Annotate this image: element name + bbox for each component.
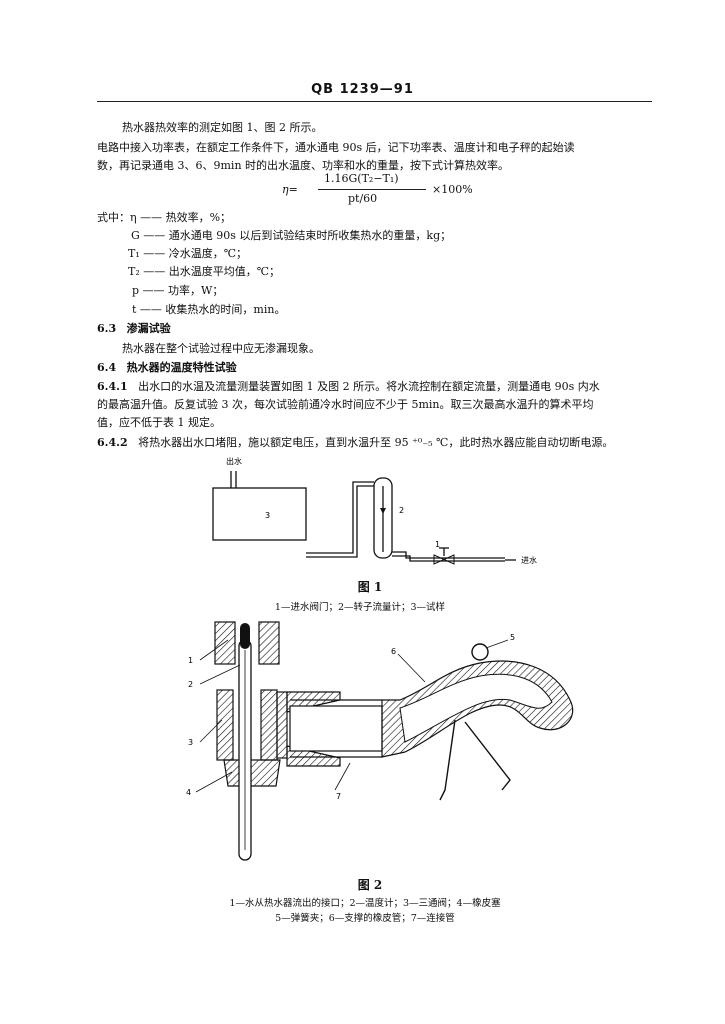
figure-2-num-4: 4: [186, 788, 191, 797]
paragraph-intro: 热水器热效率的测定如图 1、图 2 所示。: [122, 121, 323, 134]
figure-2-num-2: 2: [188, 680, 193, 689]
outlet-label: 出水: [226, 456, 242, 466]
figure-2-caption-line1: 1—水从热水器流出的接口；2—温度计；3—三通阀；4—橡皮塞: [229, 898, 501, 909]
section-6-4-1-line2: 的最高温升值。反复试验 3 次，每次试验前通冷水时间应不少于 5min。取三次最…: [97, 398, 594, 411]
figure-1-num-1: 1: [435, 540, 440, 549]
symbol-g: G —— 通水通电 90s 以后到试验结束时所收集热水的重量，kg；: [131, 229, 452, 242]
section-title: 热水器的温度特性试验: [126, 361, 237, 374]
section-number: 6.4: [97, 361, 117, 374]
header-rule: [97, 101, 652, 102]
spring-clip: [471, 643, 489, 661]
figure-2-num-7: 7: [336, 792, 341, 801]
figure-1-title: 图 1: [357, 580, 383, 594]
figure-2-num-3: 3: [188, 738, 193, 747]
symbol-t1: T₁ —— 冷水温度，℃；: [128, 247, 248, 260]
specimen-box: [212, 487, 307, 541]
rotameter: [373, 477, 393, 559]
symbol-t: t —— 收集热水的时间，min。: [132, 303, 286, 316]
section-6-4-1-line1: 6.4.1 出水口的水温及流量测量装置如图 1 及图 2 所示。将水流控制在额定…: [97, 380, 600, 394]
figure-2-num-5: 5: [510, 633, 515, 642]
formula-denominator: pt/60: [348, 192, 378, 205]
section-6-3-text: 热水器在整个试验过程中应无渗漏现象。: [122, 342, 320, 355]
paragraph-record: 数，再记录通电 3、6、9min 时的出水温度、功率和水的重量，按下式计算热效率…: [97, 159, 510, 172]
section-number: 6.4.1: [97, 380, 128, 393]
paragraph-circuit: 电路中接入功率表，在额定工作条件下，通水通电 90s 后，记下功率表、温度计和电…: [97, 141, 575, 154]
section-6-4-2: 6.4.2 将热水器出水口堵阻，施以额定电压，直到水温升至 95 ⁺⁰₋₅ ℃，…: [97, 436, 613, 450]
figure-2-num-1: 1: [188, 656, 193, 665]
standard-code-header: QB 1239—91: [311, 82, 414, 97]
section-number: 6.3: [97, 322, 117, 335]
efficiency-formula: η= 1.16G(T₂−T₁) pt/60 ×100%: [282, 172, 482, 208]
figure-1-num-2: 2: [399, 506, 404, 515]
section-text: 将热水器出水口堵阻，施以额定电压，直到水温升至 95 ⁺⁰₋₅ ℃，此时热水器应…: [138, 436, 614, 449]
section-6-4-1-line3: 值，应不低于表 1 规定。: [97, 416, 221, 429]
section-title: 渗漏试验: [126, 322, 171, 335]
inlet-label: 进水: [521, 555, 537, 565]
symbol-p: p —— 功率，W；: [132, 284, 224, 297]
symbol-eta: 式中：η —— 热效率，%；: [97, 211, 232, 224]
figure-2-title: 图 2: [357, 878, 383, 892]
section-6-4-heading: 6.4 热水器的温度特性试验: [97, 361, 237, 375]
figure-2-caption-line2: 5—弹簧夹；6—支撑的橡皮管；7—连接管: [275, 913, 455, 924]
fraction-bar: [318, 189, 426, 190]
figure-1-caption: 1—进水阀门；2—转子流量计；3—试样: [274, 602, 446, 613]
section-number: 6.4.2: [97, 436, 128, 449]
formula-percent: ×100%: [432, 183, 473, 196]
figure-1-num-3: 3: [265, 511, 270, 520]
formula-lhs: η=: [282, 183, 298, 196]
section-text: 出水口的水温及流量测量装置如图 1 及图 2 所示。将水流控制在额定流量，测量通…: [138, 380, 600, 393]
formula-numerator: 1.16G(T₂−T₁): [324, 172, 399, 185]
symbol-t2: T₂ —— 出水温度平均值，℃；: [128, 265, 281, 278]
rotameter-float: [380, 508, 386, 514]
section-6-3-heading: 6.3 渗漏试验: [97, 322, 171, 336]
valve-icon: [433, 554, 446, 565]
figure-2-num-6: 6: [391, 647, 396, 656]
